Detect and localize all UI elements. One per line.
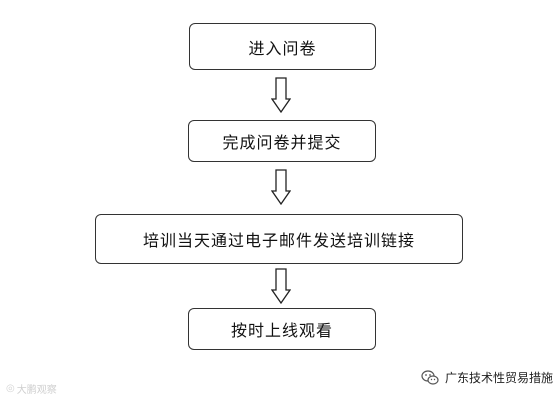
- logo-mark-icon: ◎: [6, 383, 15, 394]
- down-arrow-icon: [271, 169, 291, 205]
- down-arrow-icon: [271, 77, 291, 113]
- step-enter-questionnaire: 进入问卷: [189, 23, 376, 70]
- step-email-training-link: 培训当天通过电子邮件发送培训链接: [95, 214, 463, 264]
- source-account: 广东技术性贸易措施: [421, 369, 553, 386]
- step-complete-and-submit: 完成问卷并提交: [188, 120, 376, 162]
- step-watch-online-on-time: 按时上线观看: [188, 308, 376, 350]
- step-label: 完成问卷并提交: [222, 133, 342, 152]
- down-arrow-icon: [271, 268, 291, 304]
- wechat-icon: [421, 369, 439, 385]
- account-name: 广东技术性贸易措施: [444, 371, 553, 385]
- step-label: 培训当天通过电子邮件发送培训链接: [142, 231, 415, 250]
- step-label: 按时上线观看: [230, 321, 333, 340]
- step-label: 进入问卷: [248, 38, 317, 58]
- watermark-text: 大鹏观察: [16, 385, 57, 396]
- watermark: ◎ 大鹏观察: [6, 381, 57, 396]
